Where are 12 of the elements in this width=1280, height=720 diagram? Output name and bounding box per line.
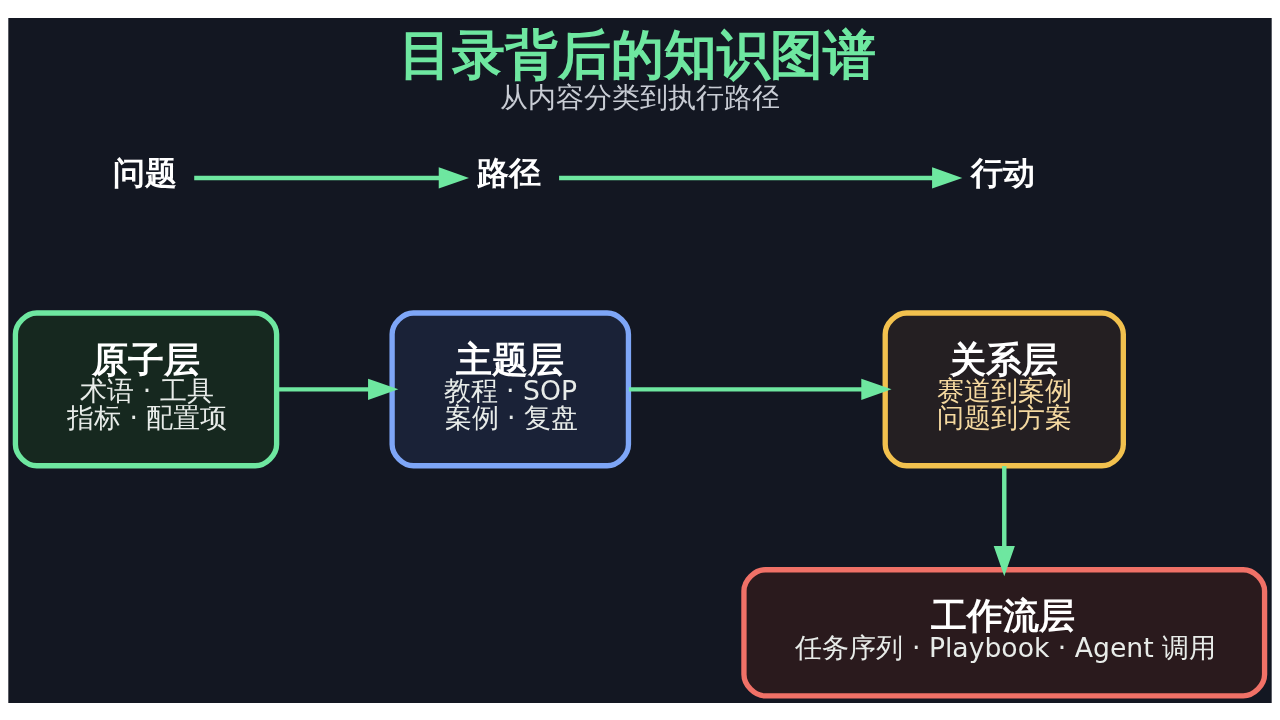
node-text: 路径 [477,153,542,192]
node-text: 问题 [113,153,178,192]
arrow [559,166,963,188]
node-box: 主题层 教程 · SOP 案例 · 复盘 [389,309,632,468]
arrow [628,378,892,400]
node-box: 原子层 术语 · 工具 指标 · 配置项 [12,309,280,468]
arrow [993,465,1015,576]
node-box: 关系层 赛道到案例 问题到方案 [882,309,1126,468]
node-text: 行动 [971,153,1036,192]
node-box: 工作流层 任务序列 · Playbook · Agent 调用 [741,566,1268,699]
arrow [194,166,469,189]
arrow [277,378,399,400]
